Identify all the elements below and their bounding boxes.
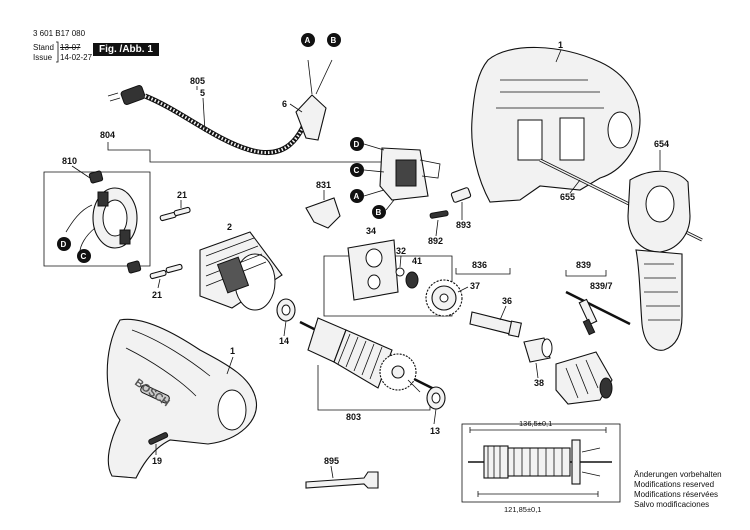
cord-protector: [295, 94, 327, 141]
marker-b-switch: [372, 205, 386, 219]
ball-32: [395, 267, 405, 277]
housing-shell: BOSCH: [106, 318, 258, 479]
carbon-brush: [126, 260, 142, 274]
marker-c-switch-text: C: [354, 166, 360, 175]
switch: [379, 147, 441, 201]
gear-37: [425, 279, 463, 317]
dimension-overall-length: 136,5±0,1: [519, 419, 552, 428]
label-839-7: 839/7: [590, 281, 613, 291]
modification-notes: Änderungen vorbehalten Modifications res…: [634, 470, 722, 510]
label-1-housing: 1: [558, 40, 563, 50]
carbon-brush: [88, 170, 104, 184]
screw-892: [429, 210, 449, 219]
note-de: Änderungen vorbehalten: [634, 470, 722, 479]
marker-d-brush-text: D: [61, 240, 67, 249]
marker-a-cord-text: A: [305, 36, 311, 45]
marker-c-brush: [77, 249, 91, 263]
marker-a-cord: [301, 33, 315, 47]
leader-804: [107, 142, 390, 163]
label-1-shell: 1: [230, 346, 235, 356]
marker-d-brush: [57, 237, 71, 251]
marker-b-switch-text: B: [376, 208, 382, 217]
label-14: 14: [279, 336, 289, 346]
auxiliary-handle: [627, 170, 691, 351]
label-21-bottom: 21: [152, 290, 162, 300]
issue-label: Issue: [33, 53, 53, 62]
figure-label: Fig. /Abb. 1: [93, 43, 159, 56]
label-19: 19: [152, 456, 162, 466]
brush-frame: [43, 171, 151, 267]
chuck-key: [565, 290, 631, 336]
marker-a-switch: [350, 189, 364, 203]
document-number: 3 601 B17 080: [33, 29, 86, 38]
label-831: 831: [316, 180, 331, 190]
bearing-plate-34: [347, 239, 399, 301]
drill-chuck: [555, 351, 613, 405]
issue-value: 14-02-27: [60, 53, 93, 62]
brush-holder-clip: [97, 191, 109, 207]
screw-19: [148, 432, 169, 445]
label-21-top: 21: [177, 190, 187, 200]
armature: [299, 317, 441, 394]
label-654: 654: [654, 139, 669, 149]
label-893: 893: [456, 220, 471, 230]
label-34: 34: [366, 226, 376, 236]
label-37: 37: [470, 281, 480, 291]
label-36: 36: [502, 296, 512, 306]
dimension-drawing: [461, 423, 621, 503]
note-fr: Modifications réservées: [634, 490, 719, 499]
label-804: 804: [100, 130, 115, 140]
marker-c-switch: [350, 163, 364, 177]
marker-d-switch: [350, 137, 364, 151]
brush-holder: [65, 187, 138, 253]
power-cord: [107, 59, 333, 156]
cord-wires: [307, 59, 333, 95]
bracket-836: [455, 268, 511, 275]
note-es: Salvo modificaciones: [634, 500, 710, 509]
stand-value: 13-07: [60, 43, 81, 52]
label-655: 655: [560, 192, 575, 202]
screws-21-top: [159, 206, 191, 222]
collar-38: [523, 337, 553, 363]
part-893: [450, 187, 472, 203]
label-836: 836: [472, 260, 487, 270]
plug: [120, 85, 146, 105]
header-bracket: [56, 41, 59, 63]
marker-d-switch-text: D: [354, 140, 360, 149]
label-5: 5: [200, 88, 205, 98]
spindle-36: [469, 311, 522, 338]
field-stator: [199, 231, 283, 311]
plug-pin: [107, 92, 119, 97]
label-839: 839: [576, 260, 591, 270]
label-32: 32: [396, 246, 406, 256]
screws-21-bottom: [149, 263, 183, 280]
gearbox-frame: [323, 255, 453, 317]
label-892: 892: [428, 236, 443, 246]
label-13: 13: [430, 426, 440, 436]
cord-cable: [144, 93, 313, 156]
label-895: 895: [324, 456, 339, 466]
label-6: 6: [282, 99, 287, 109]
label-805: 805: [190, 76, 205, 86]
cover-831: [305, 197, 341, 229]
marker-a-switch-text: A: [354, 192, 360, 201]
dimension-core-length: 121,85±0,1: [504, 505, 541, 514]
label-41: 41: [412, 256, 422, 266]
note-en: Modifications reserved: [634, 480, 715, 489]
plug-pin: [109, 97, 121, 102]
grease-tube: [305, 471, 379, 489]
marker-b-cord-text: B: [331, 36, 337, 45]
stand-label: Stand: [33, 43, 54, 52]
label-810: 810: [62, 156, 77, 166]
main-housing: [471, 46, 641, 203]
marker-b-cord: [327, 33, 341, 47]
label-38: 38: [534, 378, 544, 388]
label-803: 803: [346, 412, 361, 422]
pinion-41: [405, 271, 419, 289]
brush-holder-clip: [119, 229, 131, 245]
marker-c-brush-text: C: [81, 252, 87, 261]
label-2: 2: [227, 222, 232, 232]
bracket-839: [565, 270, 607, 277]
